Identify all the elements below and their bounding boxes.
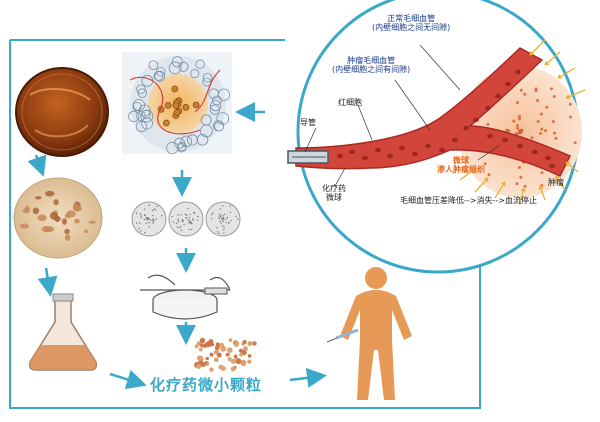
tumor-capillary-note: (内壁细胞之间有间隙) (332, 65, 411, 75)
normal-capillary-title: 正常毛细血管 (387, 14, 436, 23)
microsphere-infiltrate-label: 微球 渗人肿瘤组织 (437, 156, 485, 174)
chemo-particles-caption: 化疗药微小颗粒 (150, 376, 263, 394)
microsphere-infiltrate-line2: 渗人肿瘤组织 (437, 165, 485, 175)
microscope-view-icon (13, 177, 103, 259)
tumor-capillary-title: 肿瘤毛细血管 (347, 56, 396, 65)
process-frame (9, 39, 481, 409)
chemo-microsphere-line2: 微球 (326, 193, 342, 203)
normal-capillary-note: (内壁细胞之间无间隙) (372, 23, 451, 33)
petri-dish-icon (15, 67, 109, 157)
chemo-microsphere-line1: 化疗药 (322, 184, 346, 193)
bead-circles-icon (131, 201, 241, 237)
chemo-microsphere-label: 化疗药 微球 (322, 184, 346, 202)
pressure-note-label: 毛细血管压差降低-->消失-->血流停止 (400, 196, 537, 205)
tumor-capillary-label: 肿瘤毛细血管 (内壁细胞之间有间隙) (332, 56, 410, 74)
microsphere-infiltrate-line1: 微球 (453, 156, 469, 165)
normal-capillary-label: 正常毛细血管 (内壁细胞之间无间隙) (372, 14, 450, 32)
catheter-icon (287, 150, 329, 164)
red-blood-cell-label: 红细胞 (338, 98, 362, 107)
syringe-device-icon (140, 274, 231, 320)
flask-icon (28, 293, 98, 371)
magnified-vessel-view (287, 0, 586, 274)
catheter-label: 导管 (300, 118, 316, 127)
human-figure-icon (340, 267, 412, 400)
cell-cluster-icon (122, 52, 232, 155)
syringe-icon (326, 328, 359, 343)
particles-icon (194, 337, 257, 372)
tumor-label: 肿瘤 (548, 178, 564, 187)
capillary-vessel (295, 47, 572, 177)
